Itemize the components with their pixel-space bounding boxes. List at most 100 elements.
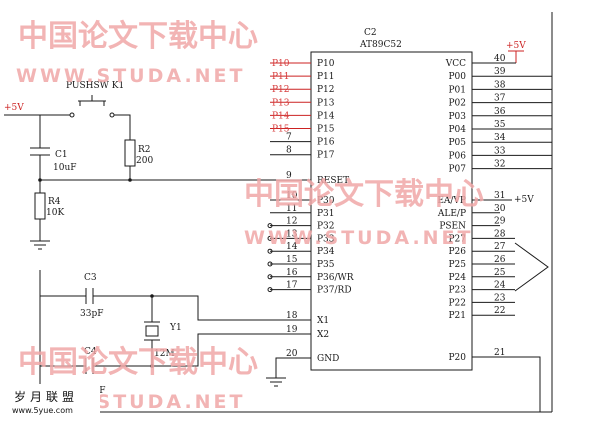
r4-body bbox=[34, 192, 46, 220]
left-pin-open-terminal bbox=[267, 248, 273, 254]
switch-contact-left bbox=[69, 112, 75, 118]
c4-ref: C4 bbox=[84, 347, 97, 357]
y1-val: 12M bbox=[154, 349, 175, 359]
c1-val: 10uF bbox=[53, 163, 77, 173]
right-pin-label: P03 bbox=[448, 112, 466, 122]
junction-y1-bottom bbox=[150, 364, 154, 368]
watermark-url-mid: WWW.STUDA.NET bbox=[244, 227, 474, 249]
logo-url: www.5yue.com bbox=[12, 406, 73, 415]
left-pin-label: P13 bbox=[272, 98, 290, 108]
left-pin-number: 13 bbox=[286, 229, 298, 239]
left-pin-label: P31 bbox=[317, 209, 335, 219]
right-pin-label: P22 bbox=[448, 298, 466, 308]
right-pin-number: 28 bbox=[494, 229, 506, 239]
right-pin-label: PSEN bbox=[439, 222, 466, 232]
right-pin-number: 34 bbox=[494, 133, 506, 143]
left-pin-label: P33 bbox=[317, 234, 335, 244]
gnd-pin-wire bbox=[275, 357, 311, 378]
left-pin-label: P10 bbox=[272, 59, 290, 69]
c3-val: 33pF bbox=[80, 309, 103, 319]
left-pin-label-inner: P12 bbox=[317, 85, 335, 95]
right-pin-number: 35 bbox=[494, 120, 506, 130]
left-pin-number: 9 bbox=[286, 171, 292, 181]
logo-text: 岁月联盟 bbox=[14, 390, 79, 404]
c1-ref: C1 bbox=[55, 150, 68, 160]
left-pin-number: 14 bbox=[286, 242, 298, 252]
left-pin-number: 10 bbox=[286, 191, 298, 201]
vcc-top-label: +5V bbox=[506, 41, 526, 51]
switch-contact-right bbox=[109, 112, 115, 118]
right-pin-label: P07 bbox=[448, 165, 466, 175]
left-pin-open-terminal bbox=[267, 223, 273, 229]
watermark-cn-bottom: 中国论文下载中心 bbox=[18, 345, 258, 380]
right-pin-number: 26 bbox=[494, 255, 506, 265]
switch-to-r2 bbox=[114, 114, 131, 140]
left-pin-label-inner: P13 bbox=[317, 98, 335, 108]
left-pin-label: P37/RD bbox=[317, 286, 352, 296]
mcu-ref: C2 bbox=[364, 28, 377, 38]
watermark-url-top: WWW.STUDA.NET bbox=[16, 65, 246, 87]
right-pin-number: 31 bbox=[494, 191, 505, 201]
right-pin-number: 36 bbox=[494, 107, 506, 117]
mcu-body bbox=[310, 51, 473, 371]
p20-wire bbox=[472, 356, 541, 412]
left-pin-open-terminal bbox=[267, 274, 273, 280]
left-pin-label: P11 bbox=[272, 72, 290, 82]
left-pin-label: P15 bbox=[272, 125, 290, 135]
c3-ref: C3 bbox=[84, 273, 97, 283]
left-pin-label: P35 bbox=[317, 260, 335, 270]
right-pin-number: 30 bbox=[494, 204, 506, 214]
right-pin-number: 27 bbox=[494, 242, 506, 252]
left-pin-number: 11 bbox=[286, 204, 297, 214]
left-pin-number: 16 bbox=[286, 268, 298, 278]
left-pin-number: 18 bbox=[286, 311, 298, 321]
junction-reset-r2 bbox=[128, 178, 132, 182]
right-pin-label: P05 bbox=[448, 138, 466, 148]
right-pin-label: P21 bbox=[448, 311, 466, 321]
left-pin-label: P17 bbox=[317, 151, 335, 161]
left-pin-label-inner: P10 bbox=[317, 59, 335, 69]
left-pin-label: P12 bbox=[272, 85, 290, 95]
x2-net bbox=[93, 333, 311, 367]
left-pin-label-inner: P11 bbox=[317, 72, 335, 82]
left-pin-open-terminal bbox=[267, 235, 273, 241]
mcu-part: AT89C52 bbox=[359, 40, 402, 50]
x1-net bbox=[93, 295, 311, 321]
right-pin-label: P02 bbox=[448, 99, 466, 109]
left-pin-number: 7 bbox=[286, 133, 292, 143]
right-pin-label: P00 bbox=[448, 72, 466, 82]
r4-val: 10K bbox=[46, 208, 64, 218]
right-pin-number: 39 bbox=[494, 67, 506, 77]
watermark-cn-top: 中国论文下载中心 bbox=[18, 19, 258, 54]
right-pin-label: VCC bbox=[445, 59, 466, 69]
right-pin-label: P27 bbox=[448, 234, 466, 244]
left-pin-open-terminal bbox=[267, 287, 273, 293]
y1-body bbox=[145, 325, 159, 337]
r2-body bbox=[124, 139, 136, 167]
left-pin-label: RESET bbox=[317, 176, 349, 186]
mcu-right-pins: 40VCC39P0038P0137P0236P0335P0434P0533P06… bbox=[437, 54, 552, 363]
left-pin-number: 15 bbox=[286, 255, 298, 265]
left-pin-number: 8 bbox=[286, 146, 292, 156]
right-pin-number: 37 bbox=[494, 94, 506, 104]
left-pin-label: P30 bbox=[317, 196, 335, 206]
left-pin-label: P14 bbox=[272, 111, 290, 121]
right-pin-label: P06 bbox=[448, 151, 466, 161]
junction-y1-top bbox=[150, 294, 154, 298]
r4-ref: R4 bbox=[48, 197, 61, 207]
right-pin-number: 33 bbox=[494, 146, 506, 156]
vcc-left-label: +5V bbox=[4, 103, 24, 113]
left-pin-label: P32 bbox=[317, 222, 335, 232]
p2-bus-arrow bbox=[514, 242, 549, 292]
right-pin-number: 24 bbox=[494, 281, 506, 291]
left-pin-label: X1 bbox=[317, 316, 329, 326]
left-pin-number: 19 bbox=[286, 325, 298, 335]
right-pin-number: 38 bbox=[494, 80, 506, 90]
left-pin-open-terminal bbox=[267, 261, 273, 267]
left-pin-label-inner: P15 bbox=[317, 125, 335, 135]
watermark-cn-mid: 中国论文下载中心 bbox=[244, 177, 484, 212]
left-pin-number: 12 bbox=[286, 217, 297, 227]
right-pin-number: 23 bbox=[494, 293, 506, 303]
